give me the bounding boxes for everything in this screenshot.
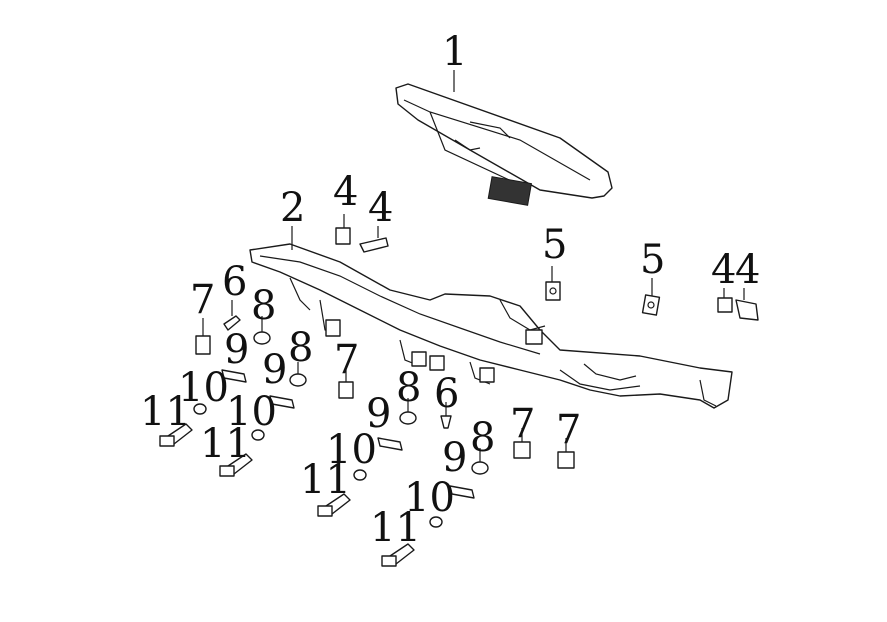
- callout-4-a: 4: [333, 169, 359, 215]
- callout-8-c: 8: [396, 365, 422, 411]
- callout-7-d: 7: [556, 407, 582, 453]
- part-6-screw-a: [223, 300, 241, 331]
- part-11-bolt-b: [219, 453, 253, 477]
- part-9-collar-b: [269, 395, 295, 409]
- callout-10-d: 10: [404, 475, 455, 521]
- part-9-collar-c: [377, 437, 403, 451]
- callout-11-d: 11: [370, 505, 421, 551]
- callout-6-a: 6: [222, 259, 248, 305]
- part-4-clip-c: [717, 288, 733, 313]
- callout-9-a: 9: [224, 327, 250, 373]
- part-11-bolt-d: [381, 543, 415, 567]
- callout-4-c: 4: [711, 247, 737, 293]
- part-11-bolt-c: [317, 493, 351, 517]
- part-4-clip-b: [359, 226, 389, 253]
- callout-2: 2: [280, 185, 306, 231]
- part-4-clip-d: [735, 288, 759, 321]
- part-1-meter: [395, 83, 613, 206]
- callout-5-a: 5: [542, 222, 568, 268]
- part-5-nut-a: [545, 266, 561, 301]
- part-10-washer-a: [193, 403, 207, 415]
- callout-4-b: 4: [368, 185, 394, 231]
- part-11-bolt-a: [159, 423, 193, 447]
- part-7-grommet-a: [195, 318, 211, 355]
- callout-11-b: 11: [200, 421, 251, 467]
- part-7-grommet-c: [513, 428, 531, 459]
- part-7-grommet-d: [557, 438, 575, 469]
- part-4-clip-a: [335, 214, 351, 245]
- part-8-washer-d: [471, 448, 489, 475]
- part-8-washer-c: [399, 398, 417, 425]
- callout-4-d: 4: [735, 247, 761, 293]
- callout-10-a: 10: [178, 365, 229, 411]
- callout-5-b: 5: [640, 237, 666, 283]
- callout-10-c: 10: [326, 427, 377, 473]
- part-2-bracket: [249, 243, 733, 409]
- callout-8-a: 8: [251, 283, 277, 329]
- callout-1: 1: [442, 29, 468, 75]
- callout-8-b: 8: [288, 325, 314, 371]
- part-10-washer-c: [353, 469, 367, 481]
- callout-6-b: 6: [434, 371, 460, 417]
- part-5-nut-b: [641, 278, 661, 316]
- callout-9-b: 9: [262, 347, 288, 393]
- callout-10-b: 10: [226, 389, 277, 435]
- part-8-washer-b: [289, 362, 307, 387]
- callout-11-a: 11: [140, 389, 191, 435]
- callout-8-d: 8: [470, 415, 496, 461]
- part-10-washer-b: [251, 429, 265, 441]
- callout-9-c: 9: [366, 391, 392, 437]
- part-9-collar-d: [449, 485, 475, 499]
- part-7-grommet-b: [338, 368, 354, 399]
- callout-11-c: 11: [300, 457, 351, 503]
- callout-7-b: 7: [334, 337, 360, 383]
- part-8-washer-a: [253, 316, 271, 345]
- callout-9-d: 9: [442, 435, 468, 481]
- callout-7-c: 7: [510, 401, 536, 447]
- callout-7-a: 7: [190, 277, 216, 323]
- part-10-washer-d: [429, 516, 443, 528]
- part-6-screw-b: [440, 402, 452, 429]
- part-9-collar-a: [221, 369, 247, 383]
